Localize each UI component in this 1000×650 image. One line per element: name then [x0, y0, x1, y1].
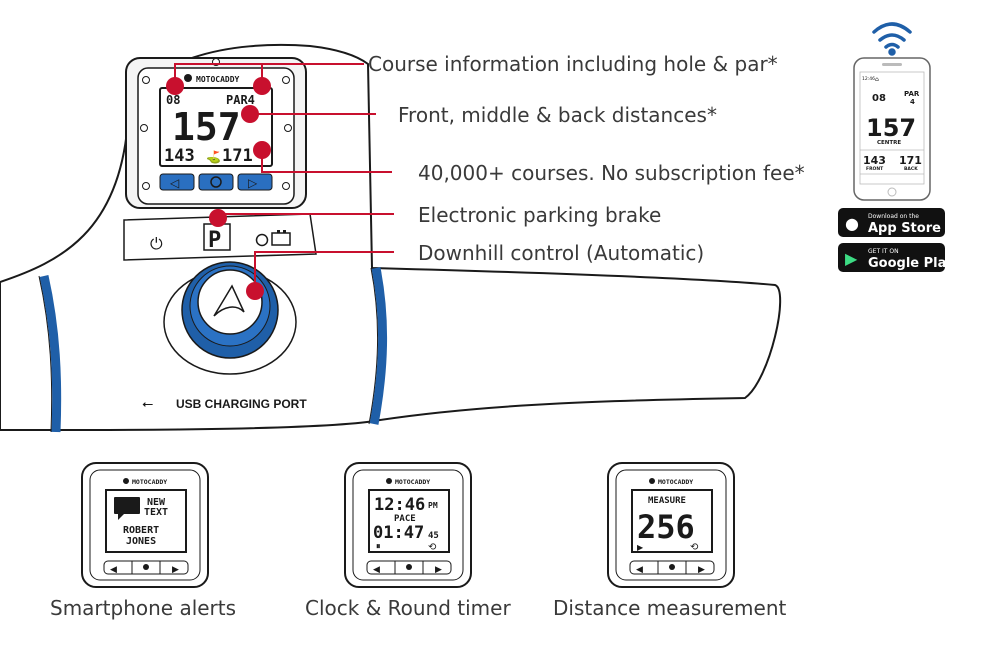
- alert-line-2: TEXT: [144, 507, 168, 518]
- phone-centre-label: CENTRE: [877, 140, 901, 146]
- left-arrow-button[interactable]: [159, 173, 195, 191]
- phone-centre-distance: 157: [866, 114, 916, 142]
- battery-icon: [271, 232, 291, 246]
- lcd-hole-number: 08: [166, 93, 180, 107]
- svg-text:▶: ▶: [698, 565, 705, 575]
- phone-hole-number: 08: [872, 93, 886, 104]
- phone-front-label: FRONT: [866, 166, 884, 172]
- mode-brand: MOTOCADDY: [658, 478, 693, 486]
- wifi-icon: [872, 22, 912, 56]
- ring-icon: [255, 233, 269, 247]
- pace-label: PACE: [394, 514, 416, 524]
- brand-mark-icon: [213, 284, 245, 317]
- app-store-badge[interactable]: ● Download on the App Store: [838, 208, 945, 237]
- phone: 12:46 ⌂ 08 PAR 4 157 CENTRE 143 FRONT 17…: [853, 57, 931, 201]
- app-store-text: App Store: [868, 221, 941, 236]
- caption-distance-measurement: Distance measurement: [553, 596, 786, 620]
- right-blue-band: [369, 267, 388, 425]
- screw: [140, 124, 148, 132]
- screw: [142, 182, 150, 190]
- round-timer: 01:47: [373, 523, 424, 543]
- flag-icon: ⛳: [206, 150, 221, 164]
- alert-line-1: NEW: [147, 497, 166, 508]
- screw: [142, 76, 150, 84]
- callout-parking-brake: Electronic parking brake: [418, 203, 661, 227]
- phone-back-distance: 171: [899, 154, 922, 167]
- app-store-small-text: Download on the: [868, 213, 919, 220]
- play-icon: ▶: [845, 249, 858, 268]
- caption-clock-timer: Clock & Round timer: [305, 596, 511, 620]
- phone-status-time: 12:46: [862, 76, 875, 82]
- brand-name: MOTOCADDY: [196, 75, 240, 84]
- speed-dial[interactable]: [163, 261, 297, 375]
- parking-symbol: P: [208, 228, 221, 253]
- clock-suffix: PM: [428, 501, 438, 510]
- callout-distances: Front, middle & back distances*: [398, 103, 717, 127]
- screw: [284, 124, 292, 132]
- svg-text:▶: ▶: [435, 565, 442, 575]
- apple-icon: ●: [845, 214, 859, 233]
- select-button[interactable]: [198, 173, 234, 191]
- svg-text:◀: ◀: [636, 565, 643, 575]
- measure-value: 256: [637, 508, 695, 546]
- caption-smartphone-alerts: Smartphone alerts: [50, 596, 236, 620]
- left-blue-band: [39, 275, 62, 433]
- mode-brand: MOTOCADDY: [132, 478, 167, 486]
- google-play-small-text: GET IT ON: [868, 248, 899, 255]
- mode-distance-measurement: MOTOCADDY MEASURE 256 ▶ ⟲ ◀ ▶: [607, 462, 735, 588]
- alert-line-3: ROBERT: [123, 525, 159, 536]
- lcd-centre-distance: 157: [172, 105, 241, 149]
- home-icon: ⌂: [875, 76, 879, 83]
- svg-text:▶: ▶: [172, 565, 179, 575]
- svg-text:◀: ◀: [373, 565, 380, 575]
- usb-port-label: USB CHARGING PORT: [176, 397, 307, 411]
- mode-brand: MOTOCADDY: [395, 478, 430, 486]
- brand-logo-icon: [184, 74, 192, 82]
- power-icon[interactable]: ⏻: [150, 234, 163, 253]
- screw: [282, 76, 290, 84]
- lcd-front-distance: 143: [164, 146, 195, 166]
- clock-time: 12:46: [374, 495, 425, 515]
- message-icon: [114, 497, 140, 514]
- lcd-par: PAR4: [226, 93, 255, 107]
- lcd-back-distance: 171: [222, 146, 253, 166]
- measure-label: MEASURE: [648, 496, 686, 506]
- alert-line-4: JONES: [126, 536, 156, 547]
- display-unit: MOTOCADDY 08 PAR4 157 143 ⛳ 171 ◁ ▷: [125, 57, 307, 209]
- mode-clock-timer: MOTOCADDY 12:46 PM PACE 01:47 45 ⏸ ⟲ ◀ ▶: [344, 462, 472, 588]
- select-icon: [210, 176, 222, 188]
- google-play-badge[interactable]: ▶ GET IT ON Google Play: [838, 243, 955, 272]
- repeat-icon: ⟲: [690, 542, 699, 553]
- repeat-icon: ⟲: [428, 542, 437, 553]
- usb-icon: ⭠: [142, 396, 153, 412]
- callout-courses: 40,000+ courses. No subscription fee*: [418, 161, 805, 185]
- svg-text:◀: ◀: [110, 565, 117, 575]
- phone-par-label: PAR: [904, 90, 920, 98]
- left-arrow-icon: ◁: [169, 176, 179, 190]
- right-arrow-icon: ▷: [248, 176, 258, 190]
- phone-back-label: BACK: [904, 166, 918, 172]
- right-arrow-button[interactable]: [237, 173, 273, 191]
- google-play-text: Google Play: [868, 256, 955, 271]
- mode-smartphone-alerts: MOTOCADDY NEW TEXT ROBERT JONES ◀ ▶: [81, 462, 209, 588]
- screw: [282, 182, 290, 190]
- round-timer-seconds: 45: [428, 531, 439, 541]
- phone-par-value: 4: [910, 98, 915, 106]
- pause-icon: ⏸: [376, 542, 381, 552]
- callout-dots: [166, 77, 271, 300]
- phone-front-distance: 143: [863, 154, 886, 167]
- callout-downhill: Downhill control (Automatic): [418, 241, 704, 265]
- play-icon: ▶: [637, 543, 644, 552]
- callout-course-info: Course information including hole & par*: [368, 52, 778, 76]
